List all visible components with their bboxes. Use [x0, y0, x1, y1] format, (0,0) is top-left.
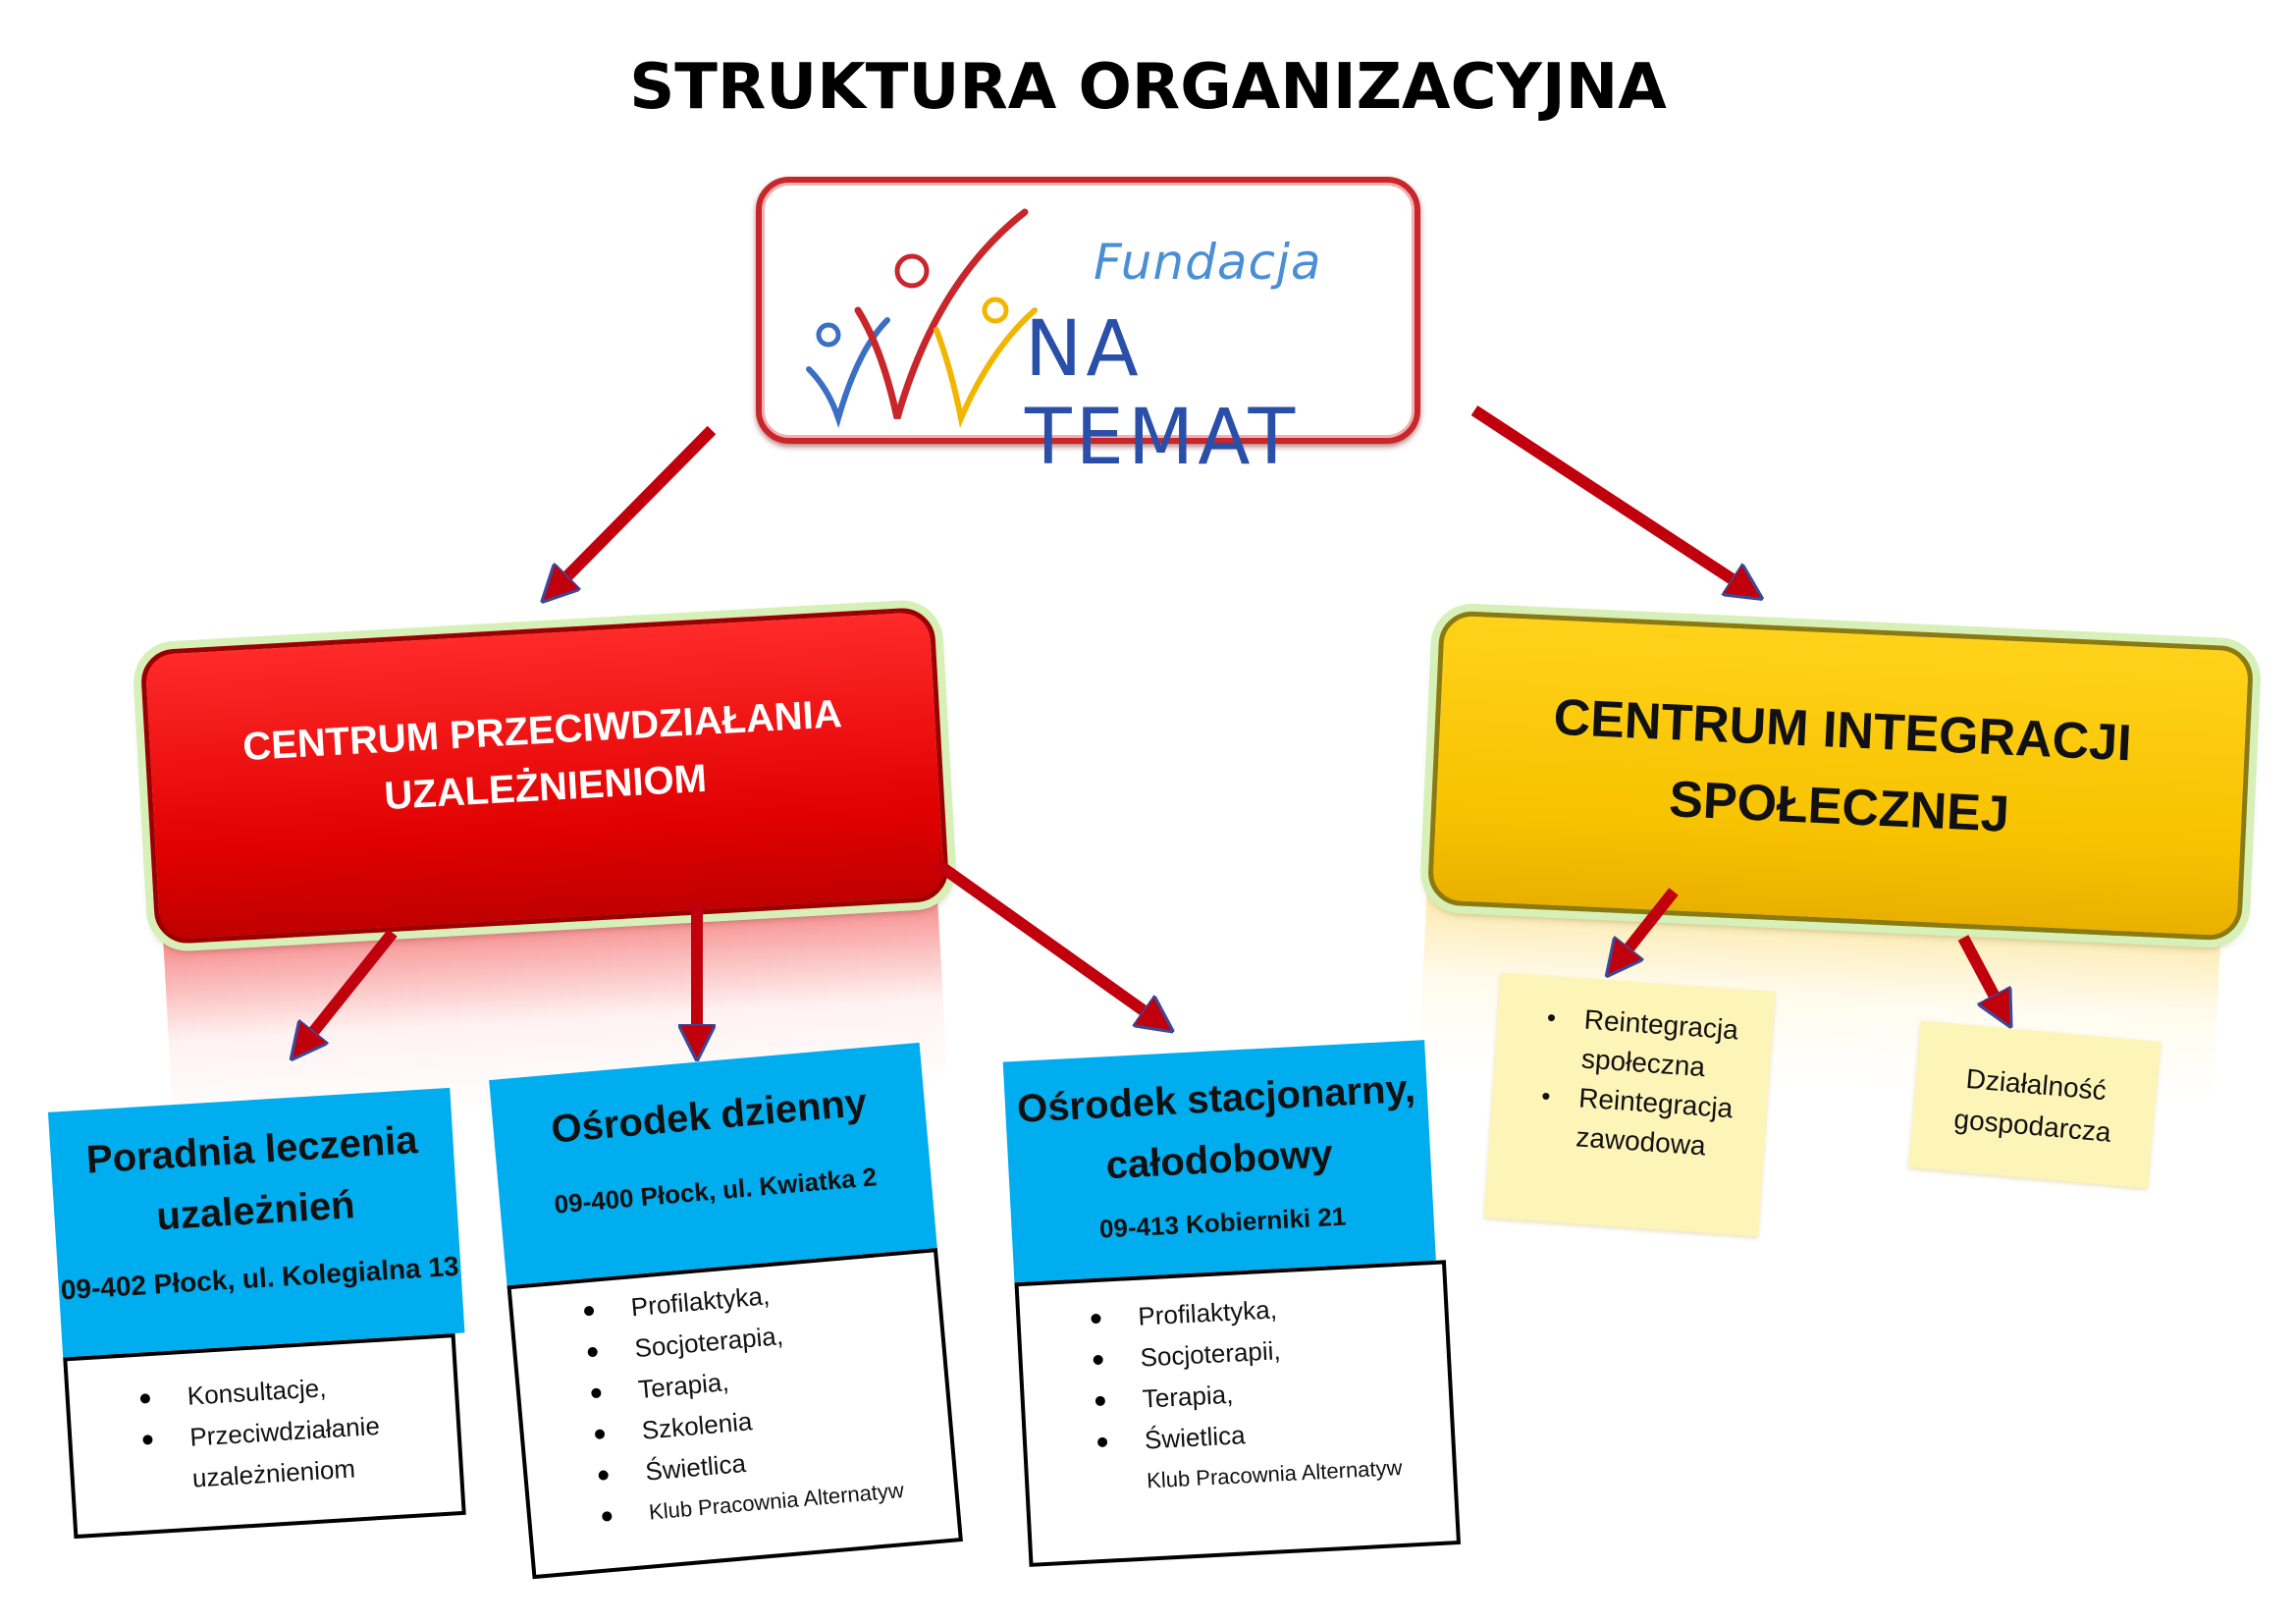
unit-poradnia-body: Konsultacje, Przeciwdziałanie uzależnien… — [63, 1333, 466, 1540]
unit-poradnia: Poradnia leczenia uzależnień 09-402 Płoc… — [47, 1087, 476, 1543]
arrow-logo-to-red — [555, 425, 717, 589]
unit-poradnia-address: 09-402 Płock, ul. Kolegialna 13 — [59, 1250, 460, 1306]
arrow-logo-to-yellow — [1470, 405, 1747, 589]
arrow-red-to-stacjonarny — [934, 859, 1158, 1021]
unit-dzienny-header: Ośrodek dzienny 09-400 Płock, ul. Kwiatk… — [489, 1042, 937, 1286]
unit-dzienny: Ośrodek dzienny 09-400 Płock, ul. Kwiatk… — [489, 1042, 964, 1589]
center-counteracting-addictions: CENTRUM PRZECIWDZIAŁANIA UZALEŻNIENIOM — [139, 606, 950, 946]
note-reintegracja: •Reintegracja społeczna •Reintegracja za… — [1483, 972, 1776, 1237]
logo-figures-icon — [806, 208, 1038, 428]
unit-poradnia-header: Poradnia leczenia uzależnień 09-402 Płoc… — [47, 1087, 465, 1358]
unit-dzienny-address: 09-400 Płock, ul. Kwiatka 2 — [553, 1162, 879, 1219]
logo-natemat-text: NA TEMAT — [1025, 305, 1300, 482]
foundation-logo-box: Fundacja NA TEMAT — [756, 177, 1420, 482]
logo-fundacja-text: Fundacja — [1094, 234, 1322, 291]
center-social-integration: CENTRUM INTEGRACJI SPOŁECZNEJ — [1426, 610, 2255, 942]
unit-stacjonarny-header: Ośrodek stacjonarny, całodobowy 09-413 K… — [1002, 1040, 1436, 1283]
unit-dzienny-body: Profilaktyka, Socjoterapia, Terapia, Szk… — [507, 1248, 963, 1580]
page-title: STRUKTURA ORGANIZACYJNA — [629, 51, 1667, 124]
note-dzialalnosc: Działalność gospodarcza — [1907, 1020, 2162, 1189]
unit-stacjonarny: Ośrodek stacjonarny, całodobowy 09-413 K… — [1002, 1040, 1462, 1572]
unit-stacjonarny-body: Profilaktyka, Socjoterapii, Terapia, Świ… — [1014, 1260, 1462, 1567]
unit-stacjonarny-address: 09-413 Kobierniki 21 — [1098, 1201, 1347, 1244]
